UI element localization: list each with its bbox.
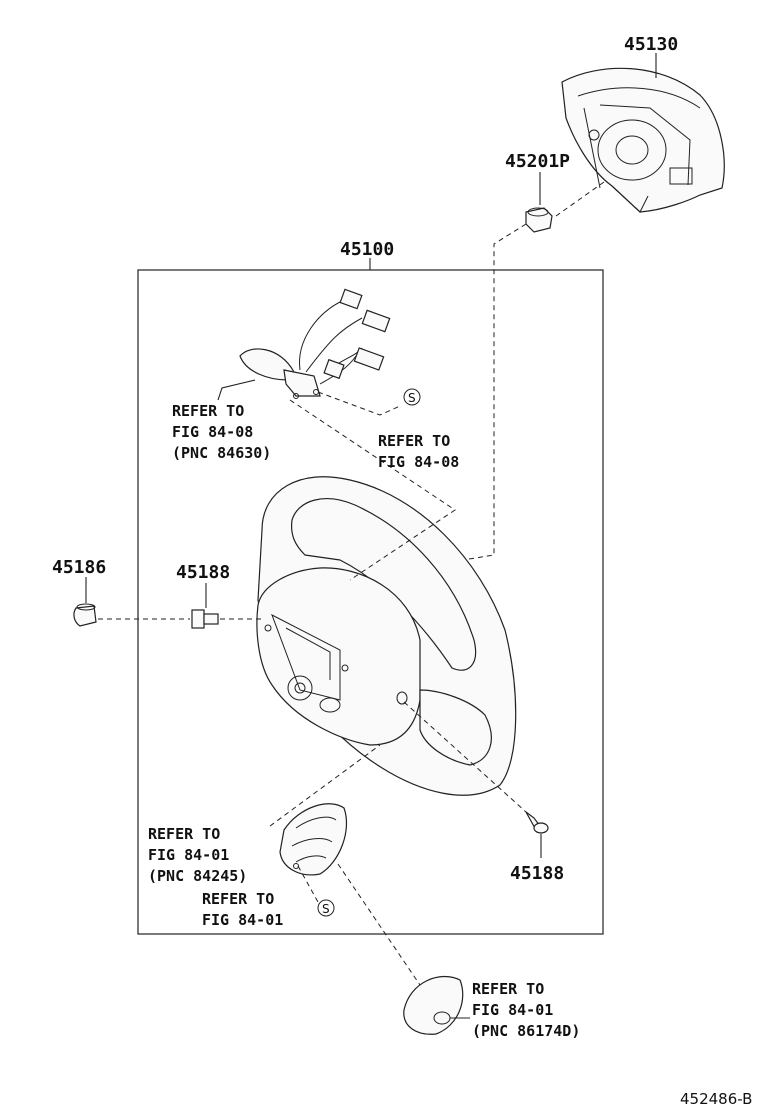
ref-cover-bottom[interactable]: REFER TO FIG 84-01 (PNC 86174D) xyxy=(472,980,580,1040)
part-number-airbag: 45130 xyxy=(624,34,678,55)
ref-line: REFER TO xyxy=(148,825,220,843)
ref-line: FIG 84-08 xyxy=(172,423,253,441)
ref-line: REFER TO xyxy=(378,432,450,450)
ref-switch-top-left[interactable]: REFER TO FIG 84-08 (PNC 84630) xyxy=(172,402,271,462)
ref-line: (PNC 86174D) xyxy=(472,1022,580,1040)
ref-line: (PNC 84245) xyxy=(148,867,247,885)
diagram-code: 452486-B xyxy=(680,1090,752,1108)
screw-symbol-upper xyxy=(403,388,421,406)
airbag-module[interactable] xyxy=(561,67,725,213)
ref-line: REFER TO xyxy=(172,402,244,420)
nut-part[interactable] xyxy=(525,207,553,233)
ref-line: (PNC 84630) xyxy=(172,444,271,462)
steering-wheel[interactable] xyxy=(256,476,517,796)
ref-line: FIG 84-01 xyxy=(472,1001,553,1019)
ref-line: FIG 84-08 xyxy=(378,453,459,471)
screw-symbol-upper-label: S xyxy=(408,391,416,405)
screw-right-part[interactable] xyxy=(525,811,549,834)
nut-wheel-dash xyxy=(351,223,527,579)
part-number-screw-right: 45188 xyxy=(510,863,564,884)
steering-switch-lower[interactable] xyxy=(279,803,348,876)
part-number-cap: 45186 xyxy=(52,557,106,578)
ref-switch-top-right[interactable]: REFER TO FIG 84-08 xyxy=(378,432,459,471)
ref-line: REFER TO xyxy=(472,980,544,998)
bolt-left-part[interactable] xyxy=(191,609,219,629)
screw-lower-dash xyxy=(297,865,319,903)
cap-part[interactable] xyxy=(73,603,97,627)
switch-upper-leader xyxy=(217,379,256,401)
screw-upper-dash xyxy=(317,391,401,416)
cover-dash xyxy=(337,863,421,986)
ref-line: REFER TO xyxy=(202,890,274,908)
screw-right-dash xyxy=(403,701,527,813)
part-number-wheel: 45100 xyxy=(340,239,394,260)
switch-lower-dash xyxy=(269,744,381,827)
ref-line: FIG 84-01 xyxy=(202,911,283,929)
steering-switch-upper[interactable] xyxy=(239,288,391,399)
part-number-nut: 45201P xyxy=(505,151,570,172)
screw-symbol-lower-label: S xyxy=(322,902,330,916)
ref-switch-bottom-mid[interactable]: REFER TO FIG 84-01 xyxy=(202,890,283,929)
lower-cover-part[interactable] xyxy=(403,975,464,1035)
switch-upper-dash xyxy=(289,399,456,581)
screw-symbol-lower xyxy=(317,899,335,917)
ref-switch-bottom-left[interactable]: REFER TO FIG 84-01 (PNC 84245) xyxy=(148,825,247,885)
part-number-bolt-left: 45188 xyxy=(176,562,230,583)
nut-airbag-dash xyxy=(555,181,605,217)
ref-line: FIG 84-01 xyxy=(148,846,229,864)
